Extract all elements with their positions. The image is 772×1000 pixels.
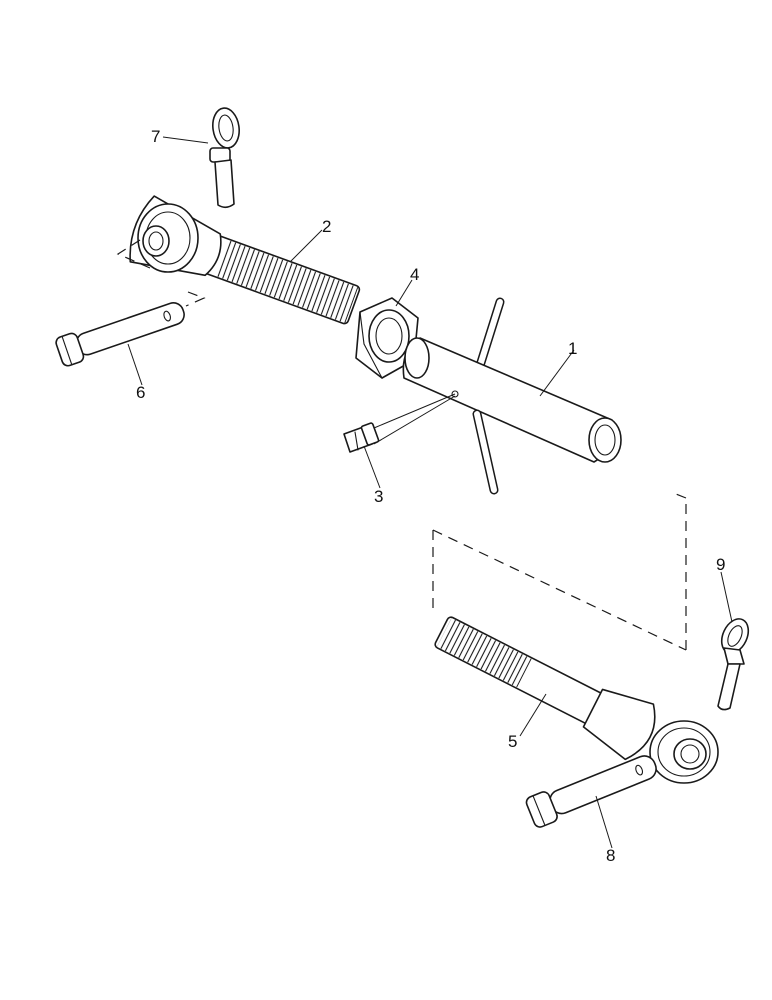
callout-1: 1 (568, 339, 577, 358)
linch-pin-lower (717, 618, 750, 711)
lower-end-fitting (434, 616, 719, 784)
grease-nipple-guide (373, 393, 456, 445)
callout-7: 7 (151, 127, 160, 146)
callout-2: 2 (322, 217, 331, 236)
alignment-line-lower (432, 493, 687, 651)
clevis-pin-upper (55, 302, 185, 367)
callout-4: 4 (410, 265, 419, 284)
grease-nipple (343, 422, 380, 453)
callout-9: 9 (716, 555, 725, 574)
upper-end-fitting (129, 195, 361, 325)
turnbuckle-barrel (402, 297, 622, 495)
alignment-line-upper (116, 239, 206, 307)
hex-lock-nut (355, 297, 419, 379)
callout-5: 5 (508, 732, 517, 751)
callout-8: 8 (606, 846, 615, 865)
clevis-pin-lower (525, 755, 657, 828)
callout-6: 6 (136, 383, 145, 402)
leader-lines (127, 136, 733, 849)
linch-pin-upper (209, 107, 240, 209)
callout-3: 3 (374, 487, 383, 506)
